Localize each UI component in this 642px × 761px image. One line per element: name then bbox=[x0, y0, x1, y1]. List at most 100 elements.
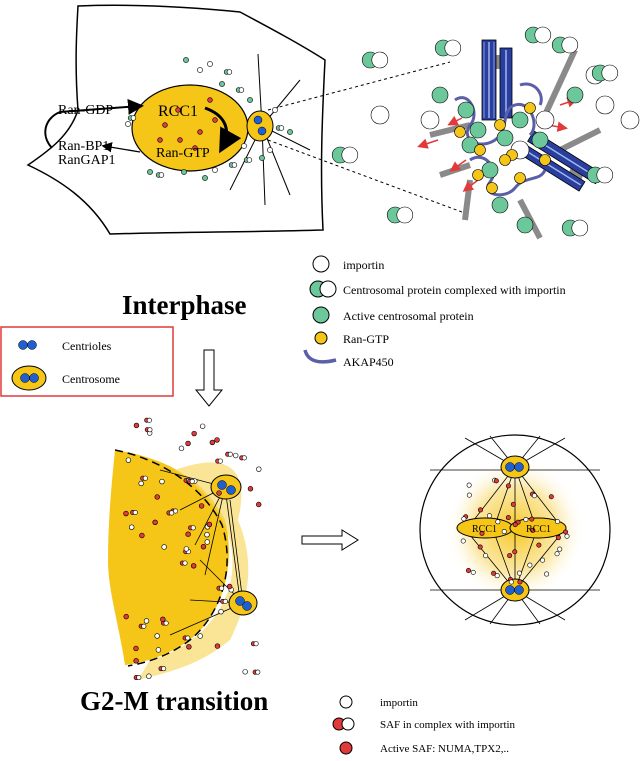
mitotic-active-saf bbox=[555, 535, 561, 541]
particle-importin bbox=[212, 167, 218, 173]
mag-active bbox=[566, 86, 584, 104]
mag-active bbox=[457, 101, 475, 119]
g2m-importin bbox=[218, 608, 224, 615]
legend-akap450-label: AKAP450 bbox=[343, 355, 394, 369]
mitotic-importin bbox=[516, 570, 522, 576]
mitotic-importin bbox=[466, 482, 472, 488]
mitotic-active-saf bbox=[510, 501, 516, 507]
g2m-saf-complex-importin bbox=[253, 641, 259, 647]
g2m-active-saf bbox=[226, 583, 233, 590]
g2m-active-saf bbox=[214, 437, 220, 443]
mag-active bbox=[481, 161, 499, 179]
particle-green bbox=[287, 129, 293, 135]
particle-complex-importin bbox=[158, 172, 165, 178]
g2m-importin bbox=[159, 478, 165, 485]
mag-complex-importin bbox=[534, 26, 552, 44]
mag-importin bbox=[595, 95, 615, 115]
g2m-importin bbox=[128, 524, 135, 530]
g2m-saf-complex-importin bbox=[132, 509, 138, 515]
g2m-active-saf bbox=[160, 616, 166, 623]
mitotic-active-saf bbox=[563, 529, 569, 535]
right-arrow bbox=[301, 529, 359, 551]
g2m-active-saf bbox=[152, 519, 158, 526]
particle-red bbox=[177, 137, 183, 143]
g2m-active-saf bbox=[209, 439, 216, 446]
g2m-active-saf bbox=[185, 531, 191, 537]
mitotic-active-saf bbox=[548, 494, 554, 500]
g2m-saf-complex-importin bbox=[185, 635, 191, 641]
particle-importin bbox=[267, 147, 273, 153]
particle-complex-importin bbox=[238, 87, 245, 93]
particle-complex-importin bbox=[130, 115, 137, 121]
legend-centrioles-label: Centrioles bbox=[62, 339, 112, 353]
label-rangap1: RanGAP1 bbox=[58, 153, 116, 168]
mag-ran-gtp bbox=[494, 119, 506, 131]
mitotic-particles bbox=[460, 477, 570, 585]
mitotic-active-saf bbox=[505, 515, 511, 521]
mag-complex-importin bbox=[596, 166, 614, 184]
mitotic-active-saf bbox=[491, 570, 497, 576]
mitotic-importin bbox=[554, 519, 560, 525]
mag-complex-importin bbox=[561, 36, 579, 54]
mitotic-importin bbox=[508, 579, 514, 585]
g2m-active-saf bbox=[256, 501, 262, 508]
particle-red bbox=[157, 137, 163, 143]
legend-box: Centrioles Centrosome bbox=[0, 326, 174, 397]
mag-complex-importin bbox=[571, 219, 589, 237]
mitotic-active-saf bbox=[512, 522, 518, 528]
g2m-active-saf bbox=[139, 532, 145, 539]
centrosome-symbol bbox=[11, 365, 47, 391]
legend-b-importin-symbol bbox=[339, 695, 353, 709]
g2m-saf-complex-importin bbox=[190, 525, 196, 531]
mag-active bbox=[531, 131, 549, 149]
mitotic-importin bbox=[501, 529, 507, 535]
interphase-centrosome bbox=[229, 53, 311, 206]
legend-active-symbol bbox=[312, 306, 330, 324]
g2m-saf-complex-importin bbox=[241, 455, 247, 461]
g2m-active-saf bbox=[206, 521, 213, 528]
g2m-active-saf bbox=[133, 645, 139, 652]
g2m-saf-complex-importin bbox=[182, 560, 188, 566]
mitotic-importin bbox=[470, 569, 476, 575]
mag-complex-importin bbox=[444, 39, 462, 57]
g2m-importin bbox=[143, 618, 150, 624]
mag-active bbox=[491, 196, 509, 214]
legend-complexed-label: Centrosomal protein complexed with impor… bbox=[343, 283, 566, 297]
particle-red bbox=[207, 97, 213, 103]
legend-ran-gtp-symbol bbox=[314, 331, 328, 345]
particle-complex-importin bbox=[278, 125, 285, 131]
g2m-active-saf bbox=[186, 644, 192, 650]
mitotic-importin bbox=[531, 493, 537, 499]
particle-green bbox=[259, 155, 265, 161]
title-g2m: G2-M transition bbox=[80, 686, 268, 716]
particle-importin bbox=[241, 143, 247, 149]
particle-red bbox=[192, 145, 198, 151]
g2m-importin bbox=[155, 647, 162, 653]
label-ran-bp1: Ran-BP1 bbox=[58, 139, 109, 154]
particle-green bbox=[181, 169, 187, 175]
mitotic-importin bbox=[466, 492, 472, 498]
mitotic-importin bbox=[540, 557, 546, 563]
g2m-active-saf bbox=[200, 543, 207, 550]
mitotic-active-saf bbox=[517, 579, 523, 585]
rcc1-right-ellipse bbox=[509, 517, 567, 539]
particle-green bbox=[202, 175, 208, 181]
mag-ran-gtp bbox=[486, 182, 498, 194]
title-interphase: Interphase bbox=[122, 290, 247, 320]
label-rcc1-interphase: RCC1 bbox=[158, 103, 198, 120]
legend-akap450-symbol bbox=[303, 349, 337, 364]
mitotic-active-saf bbox=[479, 530, 485, 536]
interphase-cell bbox=[26, 4, 471, 235]
particle-complex-importin bbox=[246, 157, 253, 163]
g2m-importin bbox=[154, 633, 160, 639]
legend-b-active-saf-symbol bbox=[339, 741, 353, 755]
particle-complex-importin bbox=[226, 69, 233, 75]
g2m-active-saf bbox=[247, 486, 254, 492]
mitotic-importin bbox=[460, 538, 466, 544]
mitotic-active-saf bbox=[465, 568, 471, 574]
label-ran-gdp: Ran-GDP bbox=[58, 103, 113, 118]
magnified-particles bbox=[331, 26, 640, 237]
g2m-active-saf bbox=[133, 658, 139, 664]
g2m-particles bbox=[123, 417, 262, 681]
g2m-importin bbox=[204, 539, 210, 545]
